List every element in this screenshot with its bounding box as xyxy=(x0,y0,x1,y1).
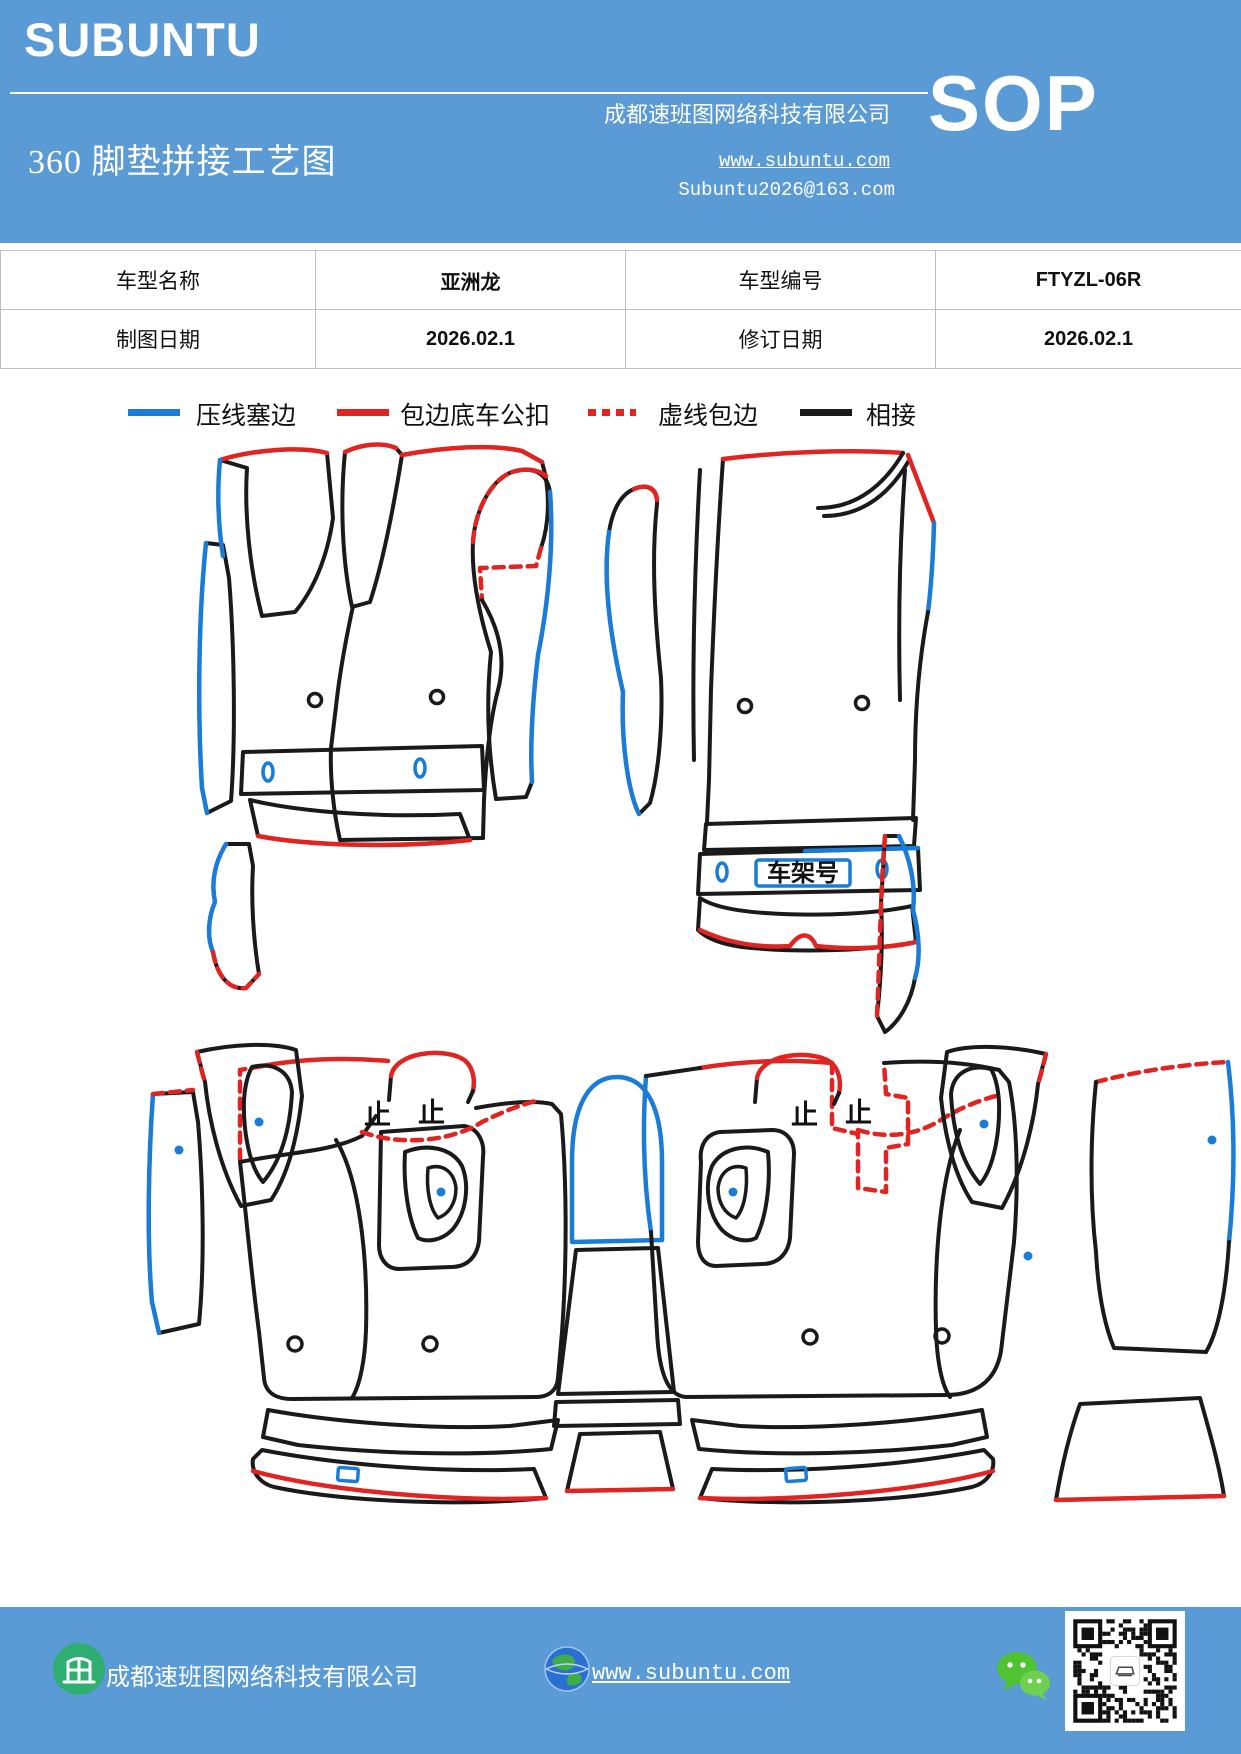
legend-line-red-dotted xyxy=(588,409,636,416)
cell-model-name-value: 亚洲龙 xyxy=(315,250,626,310)
page-title: 360 脚垫拼接工艺图 xyxy=(28,144,337,181)
legend-label-joint: 相接 xyxy=(866,403,917,430)
cell-model-code-label: 车型编号 xyxy=(625,250,936,310)
cell-model-name-label: 车型名称 xyxy=(0,250,316,310)
header-website-link[interactable]: www.subuntu.com xyxy=(718,150,890,172)
rear-left-bracket xyxy=(194,1042,304,1208)
rear-left-headrest-piece xyxy=(387,1050,477,1104)
stop-mark-1: 止 xyxy=(364,1100,391,1130)
footer-company-name: 成都速班图网络科技有限公司 xyxy=(106,1665,418,1691)
vin-label: 车架号 xyxy=(767,859,839,887)
table-row: 车型名称 亚洲龙 车型编号 FTYZL-06R xyxy=(0,250,1241,310)
legend-line-black xyxy=(800,409,852,416)
building-icon xyxy=(52,1642,106,1696)
front-right-mat: 车架号 xyxy=(691,448,937,953)
front-center-piece-a xyxy=(470,467,554,801)
connector-piece-right xyxy=(874,833,921,1034)
sop-label: SOP xyxy=(928,59,1099,147)
cell-draw-date-value: 2026.02.1 xyxy=(315,309,626,369)
vehicle-info-table: 车型名称 亚洲龙 车型编号 FTYZL-06R 制图日期 2026.02.1 修… xyxy=(0,250,1241,369)
legend-label-binding-buckle: 包边底车公扣 xyxy=(400,403,551,430)
rear-right-mat xyxy=(641,1059,1019,1399)
rear-left-side-strip xyxy=(146,1087,205,1336)
header-company-name: 成都速班图网络科技有限公司 xyxy=(603,102,890,127)
subuntu-logo: SUBUNTU xyxy=(24,13,261,66)
footer-website-link[interactable]: www.subuntu.com xyxy=(592,1661,791,1686)
rear-right-headrest-piece xyxy=(753,1052,843,1106)
footer-band: 成都速班图网络科技有限公司 www.subuntu.com xyxy=(0,1607,1241,1754)
connector-piece-left xyxy=(206,841,262,991)
stop-mark-4: 止 xyxy=(845,1098,872,1128)
cell-revise-date-label: 修订日期 xyxy=(625,309,936,369)
cell-revise-date-value: 2026.02.1 xyxy=(935,309,1241,369)
globe-icon xyxy=(543,1645,591,1693)
front-center-piece-b xyxy=(604,484,664,817)
rear-right-bracket xyxy=(939,1044,1049,1210)
rear-right-side-strip xyxy=(1023,1080,1217,1354)
rear-left-bottom-strips xyxy=(250,1408,560,1505)
header-email-text: Subuntu2026@163.com xyxy=(678,179,895,201)
header-divider-line xyxy=(10,92,928,94)
stop-mark-2: 止 xyxy=(418,1098,445,1128)
legend-label-press-edge: 压线塞边 xyxy=(196,403,297,430)
legend-line-blue xyxy=(128,409,180,416)
qr-code xyxy=(1065,1611,1185,1731)
table-row: 制图日期 2026.02.1 修订日期 2026.02.1 xyxy=(0,309,1241,369)
cell-draw-date-label: 制图日期 xyxy=(0,309,316,369)
cell-model-code-value: FTYZL-06R xyxy=(935,250,1241,310)
legend-line-red xyxy=(337,409,389,416)
header-band: SUBUNTU 360 脚垫拼接工艺图 成都速班图网络科技有限公司 www.su… xyxy=(0,0,1241,243)
legend-label-dashed-binding: 虚线包边 xyxy=(658,403,759,430)
rear-left-mat xyxy=(238,1097,568,1401)
stop-mark-3: 止 xyxy=(791,1100,818,1130)
front-left-mat xyxy=(196,442,550,848)
center-tunnel-piece xyxy=(552,1074,682,1494)
wechat-icon xyxy=(995,1650,1053,1702)
rear-rails xyxy=(237,1056,1236,1354)
rear-right-bottom-strips xyxy=(690,1396,1227,1505)
